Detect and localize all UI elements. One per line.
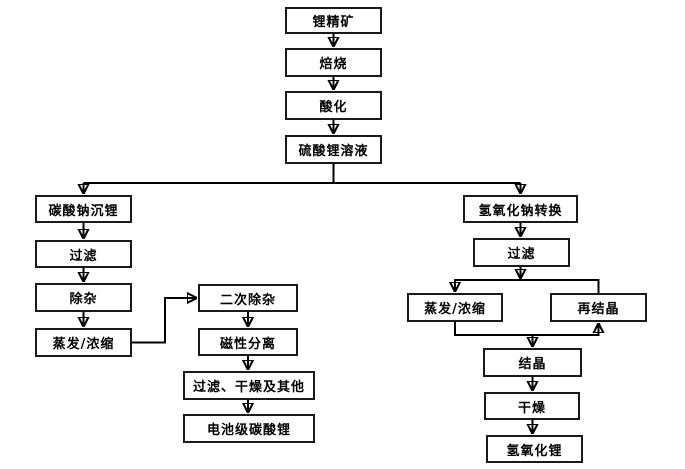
- edge-solution-split: [83, 164, 521, 184]
- node-evaporation-concentration-left: 蒸发/浓缩: [35, 328, 132, 357]
- node-recrystallization: 再结晶: [550, 293, 647, 322]
- node-crystallization: 结晶: [483, 348, 582, 377]
- node-acidification: 酸化: [285, 91, 382, 120]
- node-filtration-drying-other: 过滤、干燥及其他: [183, 371, 315, 400]
- node-lithium-concentrate: 锂精矿: [285, 7, 382, 34]
- node-evaporation-concentration-right: 蒸发/浓缩: [407, 293, 503, 322]
- node-sodium-carbonate-precipitation: 碳酸钠沉锂: [35, 195, 132, 223]
- node-filtration-left: 过滤: [35, 240, 132, 268]
- edge-recrystallization-evaporation: [455, 279, 600, 293]
- node-filtration-right: 过滤: [473, 238, 570, 267]
- node-battery-grade-lithium-carbonate: 电池级碳酸锂: [183, 414, 315, 443]
- node-sodium-hydroxide-conversion: 氢氧化钠转换: [463, 195, 578, 223]
- node-secondary-impurity-removal: 二次除杂: [198, 284, 298, 312]
- node-magnetic-separation: 磁性分离: [198, 328, 298, 356]
- edge-evaporation-recrystallization: [454, 322, 599, 336]
- edge-evaporation-secondary: [132, 298, 196, 344]
- node-drying: 干燥: [484, 392, 580, 420]
- node-lithium-sulfate-solution: 硫酸锂溶液: [285, 135, 382, 164]
- node-impurity-removal: 除杂: [35, 283, 132, 312]
- node-lithium-hydroxide: 氢氧化锂: [486, 435, 583, 463]
- node-roasting: 焙烧: [285, 48, 382, 77]
